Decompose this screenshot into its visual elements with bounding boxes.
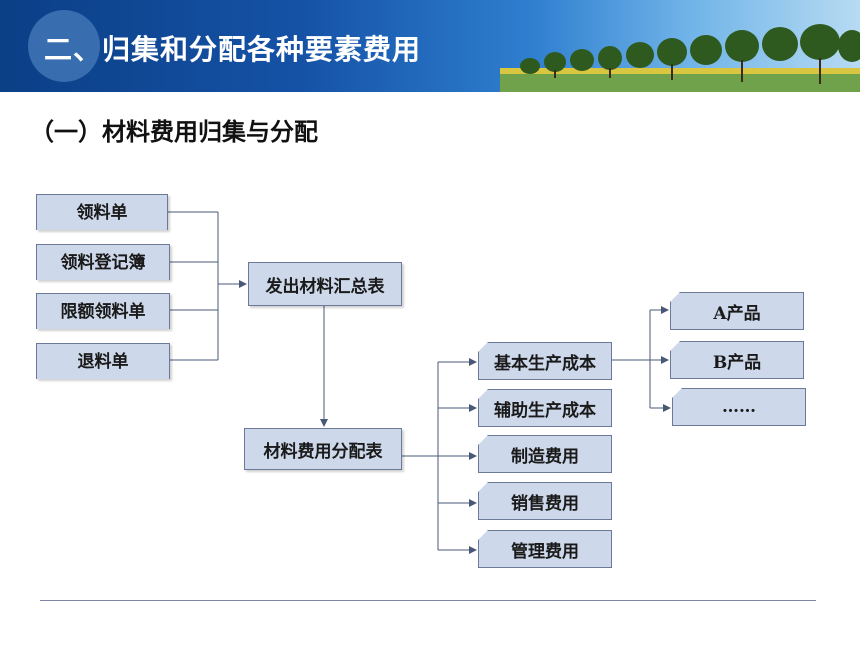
footer-divider	[40, 600, 816, 601]
target-box-2: 辅助生产成本	[478, 389, 612, 427]
target-box-3: 制造费用	[478, 435, 612, 473]
section-subtitle: （一）材料费用归集与分配	[30, 118, 318, 146]
product-box-3: ……	[672, 388, 806, 426]
page-title: 二、归集和分配各种要素费用	[44, 33, 422, 66]
summary-box: 发出材料汇总表	[248, 262, 402, 306]
product-box-2: B产品	[670, 341, 804, 379]
product-box-1: A产品	[670, 292, 804, 330]
source-box-1: 领料单	[36, 194, 168, 230]
target-box-4: 销售费用	[478, 482, 612, 520]
target-box-5: 管理费用	[478, 530, 612, 568]
landscape-decoration	[500, 24, 860, 92]
source-box-3: 限额领料单	[36, 293, 170, 329]
target-box-1: 基本生产成本	[478, 342, 612, 380]
header-banner: 二、归集和分配各种要素费用	[0, 0, 860, 92]
allocation-box: 材料费用分配表	[244, 428, 402, 470]
source-box-4: 退料单	[36, 343, 170, 379]
title-circle-decoration	[28, 10, 100, 82]
source-box-2: 领料登记簿	[36, 244, 170, 280]
